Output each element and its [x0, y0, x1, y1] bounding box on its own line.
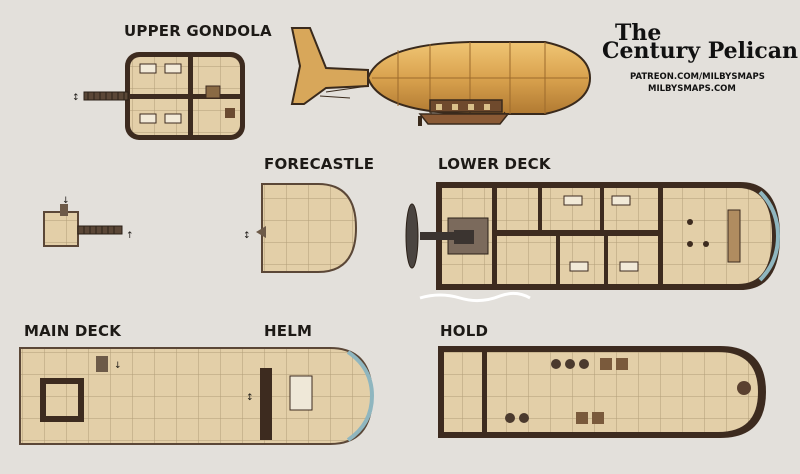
- section-label-upper-gondola: UPPER GONDOLA: [124, 22, 272, 40]
- section-label-helm: HELM: [264, 322, 313, 340]
- svg-text:↓: ↓: [62, 196, 70, 206]
- section-label-forecastle: FORECASTLE: [264, 155, 375, 173]
- hold-map: [438, 346, 766, 438]
- svg-text:↑: ↑: [126, 231, 134, 241]
- section-label-hold: HOLD: [440, 322, 489, 340]
- forecastle-map: ↕: [243, 183, 358, 273]
- airship-illustration: [290, 27, 592, 126]
- svg-text:↕: ↕: [72, 93, 80, 103]
- site-credit: MILBYSMAPS.COM: [648, 84, 736, 94]
- lower-deck-map: [405, 182, 781, 303]
- main-deck-map: ↕ ↓: [19, 347, 375, 445]
- ladder-hatch-map: ↓ ↑: [43, 196, 134, 247]
- map-title-line-2: Century Pelican: [602, 38, 799, 64]
- svg-text:↕: ↕: [243, 231, 251, 241]
- upper-gondola-map: ↕: [72, 52, 245, 140]
- svg-text:↓: ↓: [114, 361, 122, 371]
- map-title-line-1: The: [615, 20, 662, 46]
- patreon-credit: PATREON.COM/MILBYSMAPS: [630, 72, 765, 82]
- section-label-lower-deck: LOWER DECK: [438, 155, 551, 173]
- svg-text:↕: ↕: [246, 393, 254, 403]
- section-label-main-deck: MAIN DECK: [24, 322, 122, 340]
